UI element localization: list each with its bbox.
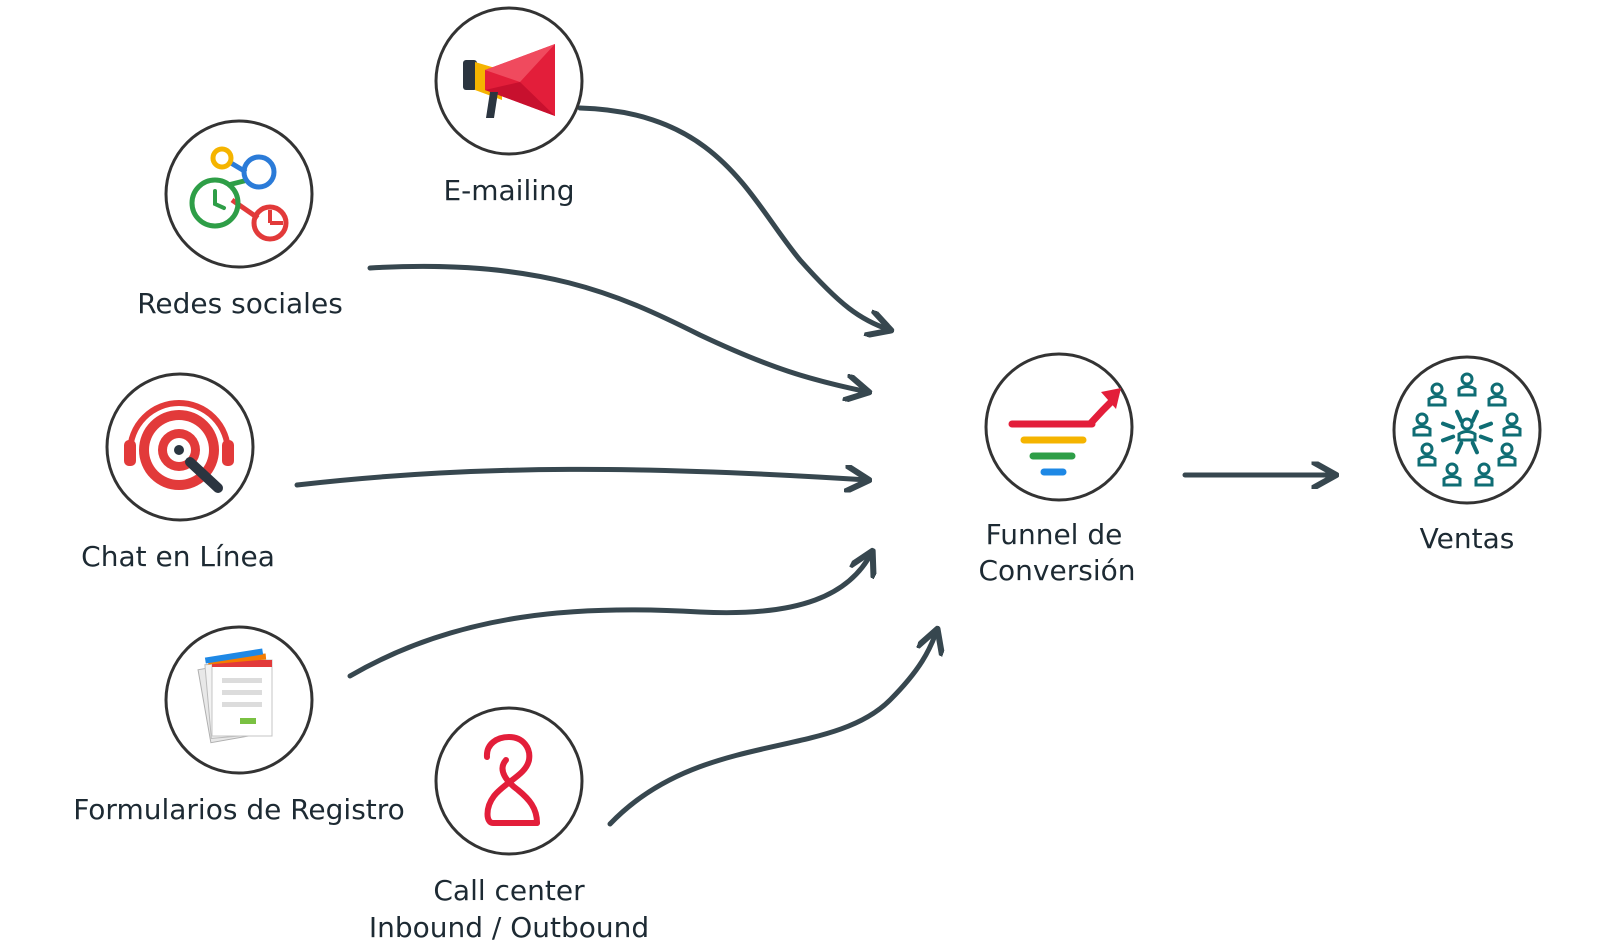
- chat-headset-icon: [124, 400, 234, 493]
- inward-arrow-icon: [1440, 434, 1456, 443]
- callcenter-label-line1: Call center: [433, 874, 585, 907]
- person-icon: [1457, 417, 1477, 442]
- forms-icon: [197, 648, 273, 744]
- ventas-label: Ventas: [1420, 522, 1515, 555]
- inward-arrow-icon: [1455, 441, 1464, 455]
- inward-arrow-icon: [1470, 441, 1479, 455]
- person-icon: [1502, 412, 1522, 437]
- social-network-icon: [189, 146, 289, 242]
- person-icon: [1417, 442, 1437, 467]
- inward-arrow-icon: [1478, 434, 1494, 443]
- inward-arrow-icon: [1478, 421, 1494, 430]
- inward-arrow-icon: [1440, 421, 1456, 430]
- arrow-chat-to-funnel: [294, 469, 868, 485]
- callcenter-label-line2: Inbound / Outbound: [369, 911, 649, 944]
- emailing-label: E-mailing: [443, 174, 574, 207]
- inward-arrow-icon: [1470, 409, 1479, 423]
- inward-arrow-icon: [1455, 409, 1464, 423]
- person-icon: [1497, 442, 1517, 467]
- formularios-label: Formularios de Registro: [73, 793, 405, 826]
- person-icon: [1457, 372, 1477, 397]
- arrow-formularios-to-funnel: [347, 552, 872, 679]
- arrow-redes-to-funnel: [367, 263, 868, 392]
- funnel-label-line1: Funnel de: [986, 518, 1123, 551]
- arrow-callcenter-to-funnel: [607, 630, 937, 827]
- person-icon: [1474, 462, 1494, 487]
- chat-label: Chat en Línea: [81, 540, 275, 573]
- megaphone-icon: [463, 44, 555, 118]
- redes-label: Redes sociales: [137, 287, 343, 320]
- call-center-icon: [483, 734, 540, 826]
- redes-node-circle: [164, 119, 314, 269]
- funnel-label-line2: Conversión: [979, 554, 1136, 587]
- person-icon: [1427, 382, 1447, 407]
- person-icon: [1487, 382, 1507, 407]
- funnel-icon: [1008, 388, 1121, 476]
- arrow-emailing-to-funnel: [577, 105, 890, 330]
- person-icon: [1442, 462, 1462, 487]
- customers-crowd-icon: [1412, 372, 1522, 487]
- person-icon: [1412, 412, 1432, 437]
